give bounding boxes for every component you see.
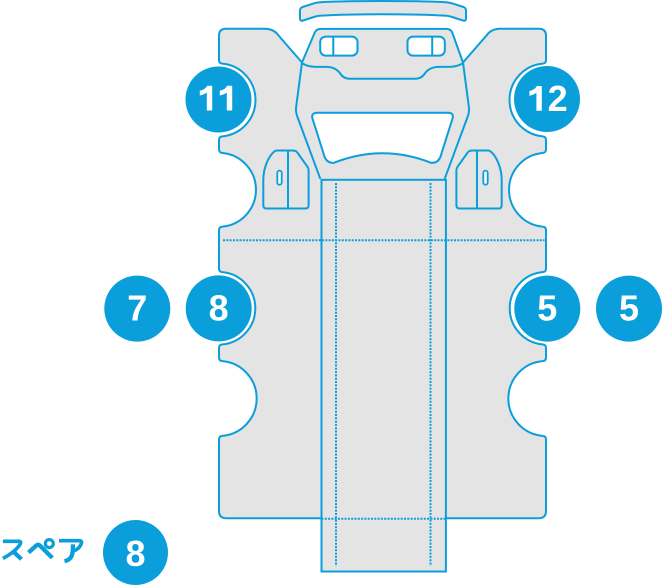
svg-text:7: 7: [127, 288, 147, 329]
svg-text:5: 5: [537, 288, 557, 329]
svg-text:8: 8: [209, 288, 229, 329]
svg-text:2: 2: [548, 78, 568, 119]
svg-text:5: 5: [619, 288, 639, 329]
svg-text:8: 8: [125, 533, 145, 574]
